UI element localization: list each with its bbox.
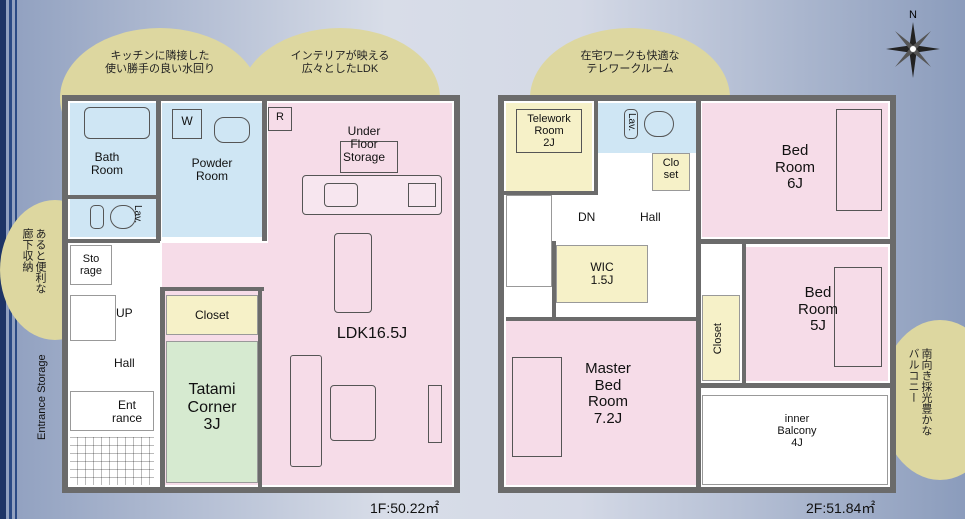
bubble-ldk-text: インテリアが映える広々としたLDK (290, 50, 390, 75)
stairs-1f (70, 295, 116, 341)
wall (498, 487, 896, 493)
master-bedroom (506, 321, 696, 485)
bed-icon (512, 357, 562, 457)
porch (70, 437, 154, 485)
wall (696, 95, 701, 487)
lav-2f-label: Lav. (626, 113, 637, 132)
sink-icon (624, 109, 638, 139)
wall (498, 95, 504, 493)
coffee-table-icon (330, 385, 376, 441)
fridge-icon (268, 107, 292, 131)
tatami-corner (166, 341, 258, 483)
floor1-area-label: 1F:50.22㎡ (370, 500, 440, 516)
wall (160, 287, 264, 291)
wall (890, 95, 896, 493)
wall (742, 243, 746, 385)
tv-board-icon (428, 385, 442, 443)
wall (160, 287, 165, 487)
bubble-balcony-text: 南向き採光豊かなバルコニー (907, 348, 932, 436)
wall (258, 287, 262, 487)
wall (696, 383, 896, 388)
bedroom-6j (702, 103, 888, 237)
wall (156, 95, 161, 241)
bubble-kitchen-text: キッチンに隣接した使い勝手の良い水回り (105, 50, 215, 75)
bubble-corridor-text: あると便利な廊下収納 (21, 228, 46, 294)
washer-label: W (181, 114, 193, 128)
wall (506, 317, 698, 321)
toilet-icon (644, 111, 674, 137)
wall (594, 95, 598, 195)
wall (62, 95, 68, 493)
toilet-icon (110, 205, 136, 229)
telework-room (506, 103, 592, 191)
kitchen-counter (302, 175, 442, 215)
wall (62, 487, 460, 493)
floor2-area-label: 2F:51.84㎡ (806, 500, 876, 516)
fridge-label: R (276, 111, 284, 123)
stairs-2f (506, 195, 552, 287)
compass-north: N (909, 9, 917, 21)
bedroom-5j (746, 247, 888, 381)
hall-2f-label: Hall (640, 210, 661, 224)
wall (62, 239, 160, 243)
wall (552, 241, 556, 319)
storage-1f (70, 245, 112, 285)
dn-label: DN (578, 210, 596, 224)
entrance (70, 391, 154, 431)
dining-table-icon (334, 233, 372, 313)
closet-1f-label: Closet (194, 308, 229, 322)
desk-icon (516, 109, 582, 153)
entrance-storage-label: Entrance Storage (36, 354, 48, 440)
wall (696, 239, 896, 244)
compass-icon: N (886, 9, 940, 78)
wall (62, 95, 460, 101)
ldk-area (268, 103, 452, 485)
washer-icon (172, 109, 202, 139)
bed-icon (836, 109, 882, 211)
stove-icon (408, 183, 436, 207)
underfloor-storage (340, 141, 398, 173)
kitchen-sink-icon (324, 183, 358, 207)
up-label: UP (116, 306, 133, 320)
closet-1f (166, 295, 258, 335)
inner-balcony (702, 395, 888, 485)
wall (262, 95, 267, 241)
hall-1f-label: Hall (114, 356, 135, 370)
wall (62, 195, 160, 199)
bed-icon (834, 267, 882, 367)
bathtub-icon (84, 107, 150, 139)
sofa-icon (290, 355, 322, 467)
ldk-label: LDK16.5J (336, 325, 408, 342)
closet-small (652, 153, 690, 191)
walk-in-closet (556, 245, 648, 303)
wall (498, 191, 598, 195)
sink-icon (90, 205, 104, 229)
closet-2f-label: Closet (712, 323, 724, 355)
washbasin-icon (214, 117, 250, 143)
bubble-telework-text: 在宅ワークも快適なテレワークルーム (580, 50, 680, 75)
lav-1f-label: Lav. (132, 205, 143, 224)
wall (454, 95, 460, 493)
closet-2f (702, 295, 740, 381)
